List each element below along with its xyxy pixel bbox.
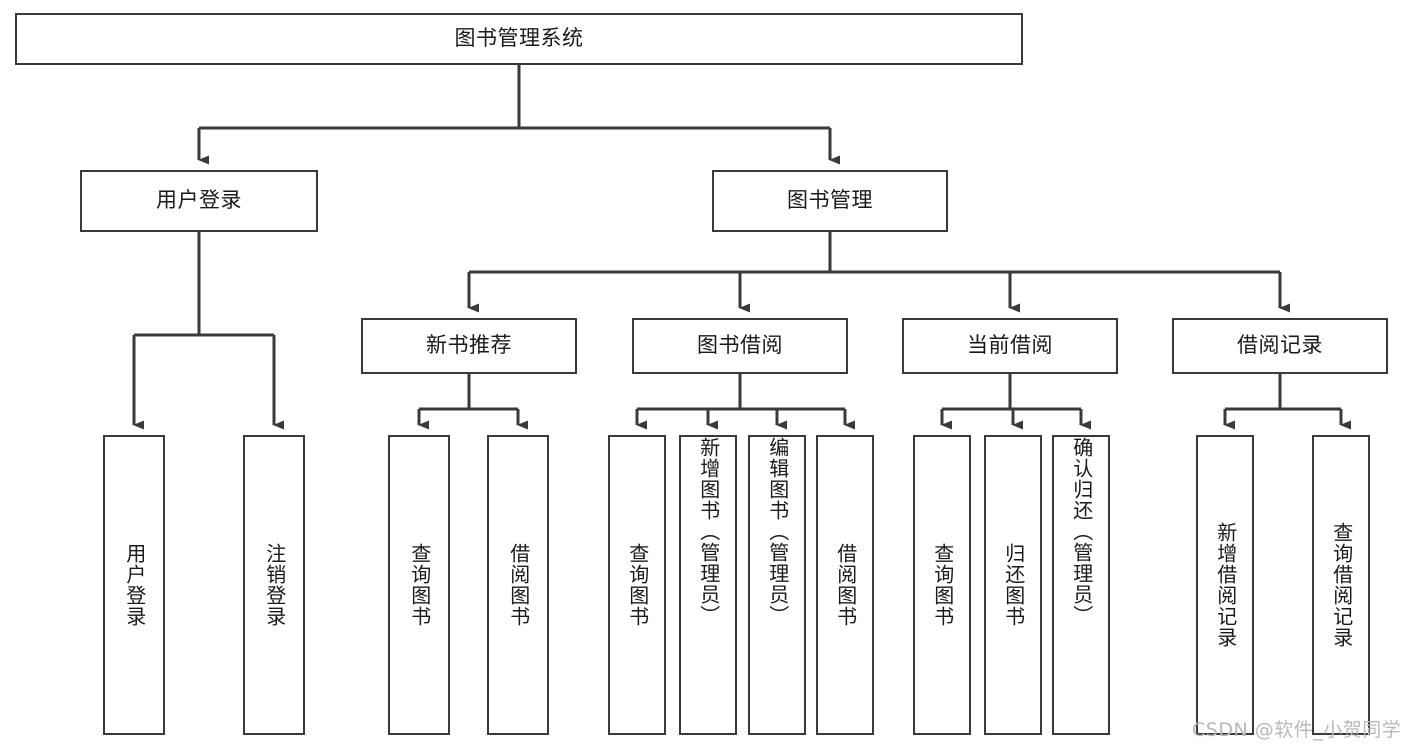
node-book-manage[interactable]: 图书管理 [712,170,948,232]
node-borrow-record-label: 借阅记录 [1237,333,1323,358]
node-leaf-query-book-3-label: 查询图书 [930,543,955,627]
node-leaf-query-book-1-label: 查询图书 [407,543,432,627]
node-leaf-logout-label: 注销登录 [262,543,287,627]
node-leaf-user-login[interactable]: 用户登录 [103,435,165,735]
node-leaf-edit-book[interactable]: 编辑图书（管理员） [748,435,806,735]
node-leaf-add-book-label: 新增图书（管理员） [696,437,721,626]
node-leaf-confirm-return-label: 确认归还（管理员） [1069,437,1094,626]
node-current-borrow-label: 当前借阅 [967,333,1053,358]
node-leaf-query-book-3[interactable]: 查询图书 [913,435,971,735]
node-leaf-borrow-book-2-label: 借阅图书 [833,543,858,627]
node-book-borrow-label: 图书借阅 [697,333,783,358]
node-leaf-logout[interactable]: 注销登录 [243,435,305,735]
node-leaf-add-book[interactable]: 新增图书（管理员） [679,435,737,735]
node-leaf-borrow-book-1[interactable]: 借阅图书 [487,435,549,735]
node-leaf-borrow-book-2[interactable]: 借阅图书 [816,435,874,735]
node-leaf-borrow-book-1-label: 借阅图书 [506,543,531,627]
node-new-book-rec-label: 新书推荐 [426,333,512,358]
node-new-book-rec[interactable]: 新书推荐 [361,318,577,374]
node-book-manage-label: 图书管理 [787,188,873,213]
node-leaf-confirm-return[interactable]: 确认归还（管理员） [1052,435,1110,735]
node-leaf-query-record[interactable]: 查询借阅记录 [1312,435,1370,735]
node-root[interactable]: 图书管理系统 [15,13,1023,65]
node-borrow-record[interactable]: 借阅记录 [1172,318,1388,374]
node-leaf-return-book[interactable]: 归还图书 [984,435,1042,735]
node-leaf-query-book-2-label: 查询图书 [625,543,650,627]
node-leaf-return-book-label: 归还图书 [1001,543,1026,627]
node-user-login[interactable]: 用户登录 [80,170,318,232]
node-leaf-query-book-1[interactable]: 查询图书 [388,435,450,735]
node-root-label: 图书管理系统 [454,26,584,51]
node-leaf-add-record[interactable]: 新增借阅记录 [1196,435,1254,735]
node-current-borrow[interactable]: 当前借阅 [902,318,1118,374]
node-leaf-query-book-2[interactable]: 查询图书 [608,435,666,735]
node-user-login-label: 用户登录 [156,188,242,213]
node-leaf-add-record-label: 新增借阅记录 [1213,522,1238,648]
node-leaf-edit-book-label: 编辑图书（管理员） [765,437,790,626]
node-leaf-user-login-label: 用户登录 [122,543,147,627]
node-leaf-query-record-label: 查询借阅记录 [1329,522,1354,648]
node-book-borrow[interactable]: 图书借阅 [632,318,848,374]
